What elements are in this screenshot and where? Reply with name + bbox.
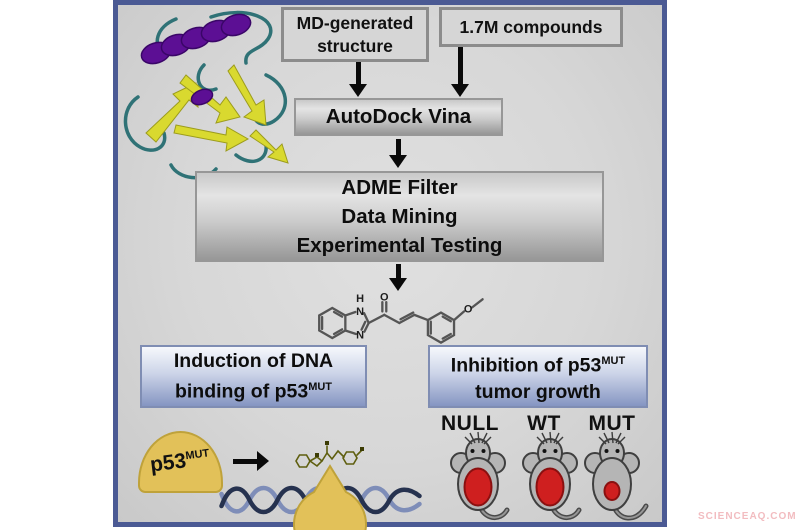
- p53mut-label-sup: MUT: [185, 447, 211, 463]
- arrow-shaft: [233, 458, 257, 464]
- induction-line2-base: binding of p53: [174, 380, 309, 403]
- tumor-large: [535, 467, 565, 507]
- adme-line3: Experimental Testing: [296, 234, 503, 257]
- mouse-mut-illustration: [584, 431, 649, 521]
- p53mut-compound-dome: [293, 441, 367, 530]
- p53mut-label: p53MUT: [149, 446, 211, 477]
- atom-label-n: N: [356, 330, 364, 342]
- adme-line2: Data Mining: [341, 205, 458, 228]
- arrow-head: [389, 155, 407, 168]
- arrow-down-icon: [389, 264, 407, 291]
- atom-label-carbonyl-o: O: [380, 291, 389, 303]
- md-structure-box: MD-generated structure: [281, 7, 429, 62]
- inhibition-line2: tumor growth: [475, 380, 601, 403]
- atom-label-h: H: [356, 293, 364, 305]
- inhibition-line1-sup: MUT: [601, 355, 626, 368]
- arrow-shaft: [395, 139, 401, 155]
- arrow-down-icon: [389, 139, 407, 168]
- compound-bonds: [318, 298, 484, 344]
- inhibition-result-box: Inhibition of p53MUT tumor growth: [428, 345, 648, 408]
- arrow-head: [451, 84, 469, 97]
- protein-alpha-helix: [140, 13, 252, 106]
- inhibition-line1-base: Inhibition of p53: [450, 354, 602, 377]
- tumor-small: [603, 481, 621, 501]
- induction-line1: Induction of DNA: [173, 350, 334, 373]
- atom-label-methoxy-o: O: [464, 304, 473, 316]
- arrow-head: [349, 84, 367, 97]
- arrow-shaft: [457, 47, 463, 84]
- mini-compound-structure: [295, 445, 363, 468]
- mouse-label-null: NULL: [441, 412, 499, 435]
- adme-filter-box: ADME Filter Data Mining Experimental Tes…: [195, 171, 604, 262]
- arrow-shaft: [395, 264, 401, 278]
- mouse-label-mut: MUT: [588, 412, 636, 435]
- watermark: SCIENCEAQ.COM: [698, 511, 797, 522]
- md-structure-line1: MD-generated: [296, 12, 414, 33]
- protein-ribbon-illustration: [123, 10, 289, 180]
- arrow-down-icon: [451, 47, 469, 97]
- adme-line1: ADME Filter: [341, 176, 458, 199]
- mini-compound-atoms: [315, 441, 364, 457]
- p53mut-label-base: p53: [149, 449, 188, 477]
- compound-structure-illustration: H N N O O: [318, 291, 484, 344]
- tumor-large: [463, 467, 493, 507]
- inhibition-line1: Inhibition of p53MUT: [451, 348, 625, 379]
- atom-label-nh: N: [356, 306, 364, 318]
- arrow-right-icon: [233, 451, 269, 471]
- autodock-vina-box: AutoDock Vina: [294, 98, 503, 136]
- induction-line2: binding of p53MUT: [175, 374, 332, 405]
- compounds-box: 1.7M compounds: [439, 7, 623, 47]
- notched-dome-shape: [293, 464, 367, 530]
- mouse-null-illustration: [450, 431, 510, 520]
- mouse-label-wt: WT: [527, 412, 561, 435]
- md-structure-line2: structure: [317, 35, 393, 56]
- compounds-label: 1.7M compounds: [459, 16, 603, 37]
- induction-line2-sup: MUT: [308, 381, 333, 394]
- induction-result-box: Induction of DNA binding of p53MUT: [140, 345, 367, 408]
- autodock-vina-label: AutoDock Vina: [325, 105, 472, 128]
- arrow-head: [389, 278, 407, 291]
- arrow-head: [257, 451, 269, 471]
- mouse-wt-illustration: [522, 431, 582, 520]
- arrow-shaft: [355, 62, 361, 84]
- mice-illustration: [450, 431, 649, 521]
- arrow-down-icon: [349, 62, 367, 97]
